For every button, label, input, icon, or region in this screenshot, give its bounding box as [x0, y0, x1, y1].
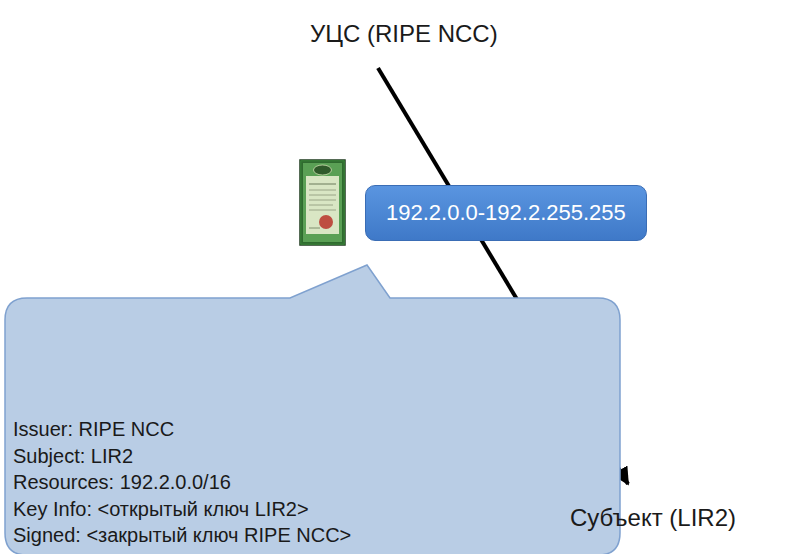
address-range-label: 192.2.0.0-192.2.255.255 [365, 185, 647, 241]
subject-title: Субъект (LIR2) [562, 484, 745, 538]
party-name: Субъект (LIR2) [570, 504, 737, 532]
certificate-field: Subject: LIR2 [13, 443, 610, 470]
certificate-field: Signed: <закрытый ключ RIPE NCC> [13, 522, 610, 549]
party-name: УЦС (RIPE NCC) [310, 20, 498, 48]
certificate-field: Resources: 192.2.0.0/16 [13, 469, 610, 496]
certificate-field: Issuer: RIPE NCC [13, 416, 610, 443]
authority-title: УЦС (RIPE NCC) [300, 14, 508, 68]
certificate-icon [300, 160, 345, 245]
callout-outline [5, 265, 620, 554]
certificate-field: Key Info: <открытый ключ LIR2> [13, 496, 610, 523]
certificate-callout: Issuer: RIPE NCCSubject: LIR2Resources: … [5, 298, 620, 554]
